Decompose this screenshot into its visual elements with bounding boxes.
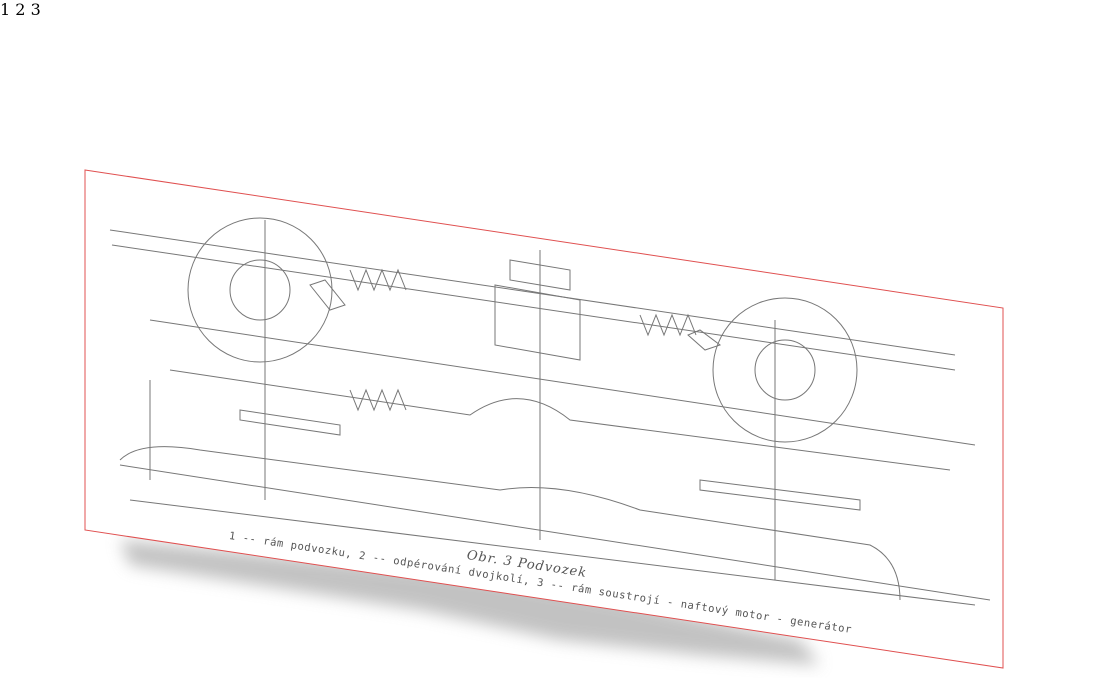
callouts: 1 2 3 [0,0,41,19]
ground-shadow [120,540,820,665]
attached-canvas-image[interactable] [84,169,1004,669]
technical-drawing [109,217,991,606]
callout-3: 3 [30,0,41,19]
callout-2: 2 [15,0,26,19]
callout-1: 1 [0,0,11,19]
